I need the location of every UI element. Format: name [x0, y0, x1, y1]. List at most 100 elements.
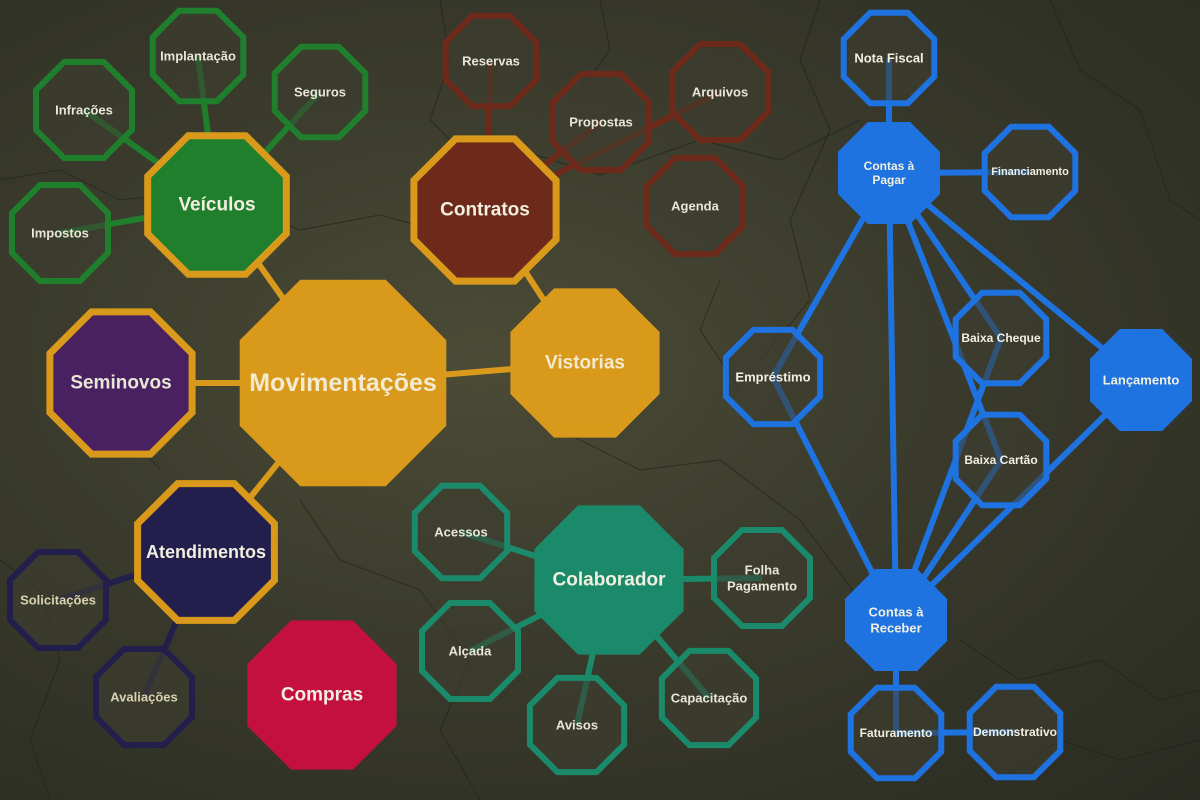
node-label-contas-pagar-line1: Contas à [864, 159, 915, 173]
node-label-impostos: Impostos [31, 226, 89, 241]
node-alcada[interactable]: Alçada [419, 600, 521, 702]
node-label-avaliacoes: Avaliações [110, 690, 177, 705]
node-veiculos[interactable]: Veículos [144, 132, 290, 278]
node-arquivos[interactable]: Arquivos [669, 41, 771, 143]
node-label-baixa-cheque: Baixa Cheque [961, 331, 1041, 345]
node-shape-financiamento [981, 123, 1079, 221]
node-seminovos[interactable]: Seminovos [46, 308, 196, 458]
node-label-alcada: Alçada [449, 644, 492, 659]
node-financiamento[interactable]: Financiamento [981, 123, 1079, 221]
node-label-contas-pagar-line2: Pagar [872, 173, 906, 187]
node-avaliacoes[interactable]: Avaliações [93, 646, 195, 748]
node-shape-reservas [442, 12, 540, 110]
node-shape-contratos [410, 135, 560, 285]
node-label-demonstrativo: Demonstrativo [973, 725, 1057, 739]
node-label-financiamento: Financiamento [991, 166, 1069, 178]
node-implantacao[interactable]: Implantação [149, 7, 247, 105]
node-label-arquivos: Arquivos [692, 85, 748, 100]
node-shape-impostos [9, 182, 111, 284]
node-shape-arquivos [669, 41, 771, 143]
node-label-contas-receber-line2: Receber [870, 620, 921, 635]
node-label-avisos: Avisos [556, 718, 598, 733]
node-shape-veiculos [144, 132, 290, 278]
node-shape-acessos [411, 482, 511, 582]
node-shape-emprestimo [722, 326, 824, 428]
node-shape-seminovos [46, 308, 196, 458]
node-label-veiculos: Veículos [178, 195, 255, 216]
node-label-movimentacoes: Movimentações [249, 369, 437, 397]
node-label-solicitacoes: Solicitações [20, 593, 96, 608]
node-label-seguros: Seguros [294, 85, 346, 100]
node-baixa-cheque[interactable]: Baixa Cheque [952, 289, 1050, 387]
node-shape-seguros [271, 43, 369, 141]
node-solicitacoes[interactable]: Solicitações [7, 549, 109, 651]
node-label-atendimentos: Atendimentos [146, 542, 266, 562]
node-shape-solicitacoes [7, 549, 109, 651]
node-shape-contas-receber [845, 569, 947, 671]
node-label-infracoes: Infrações [55, 103, 113, 118]
node-shape-alcada [419, 600, 521, 702]
node-agenda[interactable]: Agenda [644, 155, 746, 257]
node-shape-agenda [644, 155, 746, 257]
node-shape-baixa-cartao [952, 411, 1050, 509]
node-colaborador[interactable]: Colaborador [534, 505, 684, 655]
node-shape-atendimentos [134, 480, 278, 624]
node-label-folha-pagamento-line1: Folha [745, 563, 780, 578]
node-label-compras: Compras [281, 685, 363, 706]
node-layer: Movimentações Veículos ImplantaçãoSegurosI… [7, 7, 1192, 782]
node-baixa-cartao[interactable]: Baixa Cartão [952, 411, 1050, 509]
node-shape-lancamento [1090, 329, 1192, 431]
node-seguros[interactable]: Seguros [271, 43, 369, 141]
edge-contas-pagar-lancamento [887, 170, 1143, 383]
edge-contas-pagar-contas-receber [886, 172, 899, 621]
node-label-faturamento: Faturamento [860, 726, 933, 740]
node-shape-vistorias [510, 288, 660, 438]
node-nota-fiscal[interactable]: Nota Fiscal [840, 9, 938, 107]
node-faturamento[interactable]: Faturamento [847, 684, 945, 782]
node-shape-demonstrativo [966, 683, 1064, 781]
node-shape-movimentacoes [239, 279, 447, 487]
node-reservas[interactable]: Reservas [442, 12, 540, 110]
node-label-contratos: Contratos [440, 200, 530, 221]
node-label-acessos: Acessos [434, 525, 487, 540]
node-label-lancamento: Lançamento [1103, 373, 1180, 388]
node-label-propostas: Propostas [569, 115, 633, 130]
node-shape-baixa-cheque [952, 289, 1050, 387]
node-label-vistorias: Vistorias [545, 353, 625, 374]
node-shape-infracoes [33, 59, 135, 161]
node-shape-contas-pagar [838, 122, 940, 224]
node-label-emprestimo: Empréstimo [735, 370, 810, 385]
node-atendimentos[interactable]: Atendimentos [134, 480, 278, 624]
node-demonstrativo[interactable]: Demonstrativo [966, 683, 1064, 781]
node-shape-nota-fiscal [840, 9, 938, 107]
node-shape-faturamento [847, 684, 945, 782]
node-label-seminovos: Seminovos [70, 373, 171, 394]
node-shape-implantacao [149, 7, 247, 105]
node-capacitacao[interactable]: Capacitação [658, 647, 760, 749]
node-shape-folha-pagamento [711, 527, 813, 629]
node-label-capacitacao: Capacitação [671, 691, 748, 706]
node-label-nota-fiscal: Nota Fiscal [854, 51, 923, 66]
node-movimentacoes[interactable]: Movimentações [239, 279, 447, 487]
node-label-colaborador: Colaborador [553, 570, 667, 591]
node-shape-propostas [550, 71, 652, 173]
node-shape-avaliacoes [93, 646, 195, 748]
node-emprestimo[interactable]: Empréstimo [722, 326, 824, 428]
node-infracoes[interactable]: Infrações [33, 59, 135, 161]
node-shape-capacitacao [658, 647, 760, 749]
node-acessos[interactable]: Acessos [411, 482, 511, 582]
node-impostos[interactable]: Impostos [9, 182, 111, 284]
node-contratos[interactable]: Contratos [410, 135, 560, 285]
node-vistorias[interactable]: Vistorias [510, 288, 660, 438]
node-compras[interactable]: Compras [247, 620, 397, 770]
node-shape-colaborador [534, 505, 684, 655]
node-label-implantacao: Implantação [160, 49, 236, 64]
node-label-folha-pagamento-line2: Pagamento [727, 578, 797, 593]
node-avisos[interactable]: Avisos [526, 674, 628, 776]
node-lancamento[interactable]: Lançamento [1090, 329, 1192, 431]
node-propostas[interactable]: Propostas [550, 71, 652, 173]
